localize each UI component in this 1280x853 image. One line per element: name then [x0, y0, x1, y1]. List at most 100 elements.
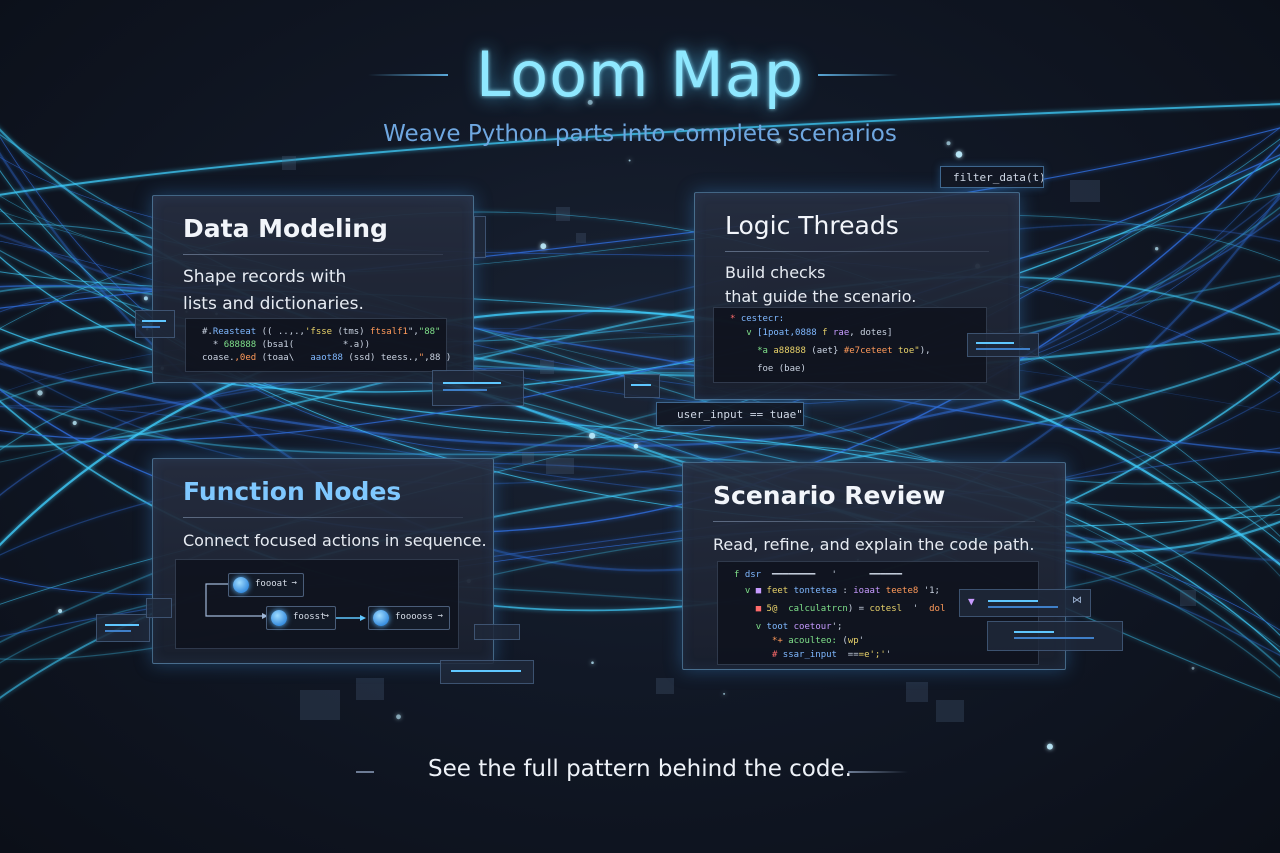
- node-flow-diagram: foooat→ foosst→ fooooss→: [175, 559, 459, 649]
- title-rule-left: [368, 74, 448, 76]
- floating-snippet: ▼ ⋈: [959, 589, 1091, 617]
- light-thread: [0, 223, 1280, 411]
- floating-snippet: [474, 624, 520, 640]
- floating-snippet: [135, 310, 175, 338]
- page-title: Loom Map: [475, 38, 805, 111]
- light-thread: [0, 327, 1280, 414]
- light-thread: [0, 212, 1280, 497]
- tagline-rule-right: [848, 771, 908, 773]
- card-divider: [183, 254, 443, 255]
- light-thread: [0, 275, 1280, 448]
- light-thread: [0, 192, 1280, 485]
- card-description: Read, refine, and explain the code path.: [713, 535, 1035, 554]
- card-title: Logic Threads: [725, 211, 899, 240]
- sparkle: [72, 420, 77, 426]
- pixel-square: [282, 156, 296, 170]
- function-node: foooat→: [228, 573, 304, 597]
- sparkle: [1046, 743, 1053, 750]
- code-chip-user-input: user_input == tuae"': [656, 402, 804, 426]
- code-snippet: * cestecr: v [1poat,0888 f rae, dotes] *…: [713, 307, 987, 383]
- floating-snippet: [432, 370, 524, 406]
- pixel-square: [576, 233, 586, 243]
- card-function-nodes: Function Nodes Connect focused actions i…: [152, 458, 494, 664]
- tagline-rule-left: [356, 771, 374, 773]
- light-thread: [0, 143, 1280, 534]
- card-divider: [713, 521, 1035, 522]
- card-description-line: that guide the scenario.: [725, 287, 917, 306]
- light-thread: [0, 280, 1280, 448]
- card-title: Data Modeling: [183, 214, 388, 243]
- floating-snippet: [474, 216, 486, 258]
- pixel-square: [1070, 180, 1100, 202]
- card-description-line: lists and dictionaries.: [183, 294, 364, 314]
- sparkle: [723, 692, 726, 695]
- light-thread: [0, 127, 1280, 309]
- light-thread: [0, 223, 1280, 485]
- function-node: fooooss→: [368, 606, 450, 630]
- card-description-line: Build checks: [725, 263, 826, 282]
- light-thread: [0, 133, 1280, 509]
- light-thread: [0, 192, 1280, 343]
- card-description: Shape records with lists and dictionarie…: [183, 264, 364, 318]
- sparkle: [58, 609, 63, 613]
- sparkle: [633, 443, 639, 449]
- card-description: Connect focused actions in sequence.: [183, 531, 487, 550]
- light-thread: [0, 103, 1280, 196]
- sparkle: [396, 714, 401, 720]
- sparkle: [955, 151, 963, 158]
- light-thread: [0, 527, 1280, 631]
- pixel-square: [936, 700, 964, 722]
- sparkle: [37, 390, 43, 396]
- card-divider: [183, 517, 463, 518]
- light-thread: [0, 206, 1280, 402]
- pixel-square: [656, 678, 674, 694]
- card-description-line: Shape records with: [183, 267, 347, 287]
- sparkle: [591, 661, 594, 664]
- node-connectors: [205, 583, 366, 621]
- light-thread: [0, 154, 1280, 441]
- sparkle: [1155, 247, 1159, 251]
- pixel-square: [546, 458, 574, 474]
- pixel-square: [1180, 590, 1196, 606]
- title-block: Loom Map: [0, 38, 1280, 118]
- card-description: Build checks that guide the scenario.: [725, 261, 916, 309]
- light-thread: [0, 390, 1280, 501]
- floating-snippet: [624, 374, 660, 398]
- light-thread: [0, 151, 1280, 572]
- light-thread: [0, 211, 1280, 537]
- sparkle: [143, 296, 148, 301]
- tagline: See the full pattern behind the code.: [428, 756, 852, 782]
- sparkle: [628, 159, 631, 162]
- sparkle: [776, 138, 782, 144]
- floating-snippet: [987, 621, 1123, 651]
- tagline-block: See the full pattern behind the code.: [0, 756, 1280, 782]
- light-thread: [0, 370, 1280, 612]
- sparkle: [589, 432, 596, 439]
- pixel-square: [556, 207, 570, 221]
- card-title: Scenario Review: [713, 481, 946, 510]
- light-thread: [0, 234, 1280, 562]
- light-thread: [0, 284, 1280, 454]
- light-thread: [0, 309, 1280, 567]
- sparkle: [1191, 666, 1195, 670]
- card-divider: [725, 251, 989, 252]
- pixel-square: [356, 678, 384, 700]
- floating-snippet: [440, 660, 534, 684]
- floating-snippet: [146, 598, 172, 618]
- light-thread: [0, 138, 1280, 605]
- code-chip-filter-data: filter_data(t): [940, 166, 1044, 188]
- card-data-modeling: Data Modeling Shape records with lists a…: [152, 195, 474, 383]
- light-thread: [0, 128, 1280, 377]
- floating-snippet: [967, 333, 1039, 357]
- card-scenario-review: Scenario Review Read, refine, and explai…: [682, 462, 1123, 670]
- light-thread: [0, 528, 1280, 679]
- function-node: foosst→: [266, 606, 336, 630]
- light-thread: [0, 256, 1280, 653]
- code-snippet: #.Reasteat (( ..,.,'fsse (tms) ftsalf1",…: [185, 318, 451, 372]
- page-subtitle: Weave Python parts into complete scenari…: [383, 121, 897, 147]
- sparkle: [540, 243, 547, 250]
- card-title: Function Nodes: [183, 477, 402, 506]
- pixel-square: [540, 360, 554, 374]
- floating-snippet: [96, 614, 150, 642]
